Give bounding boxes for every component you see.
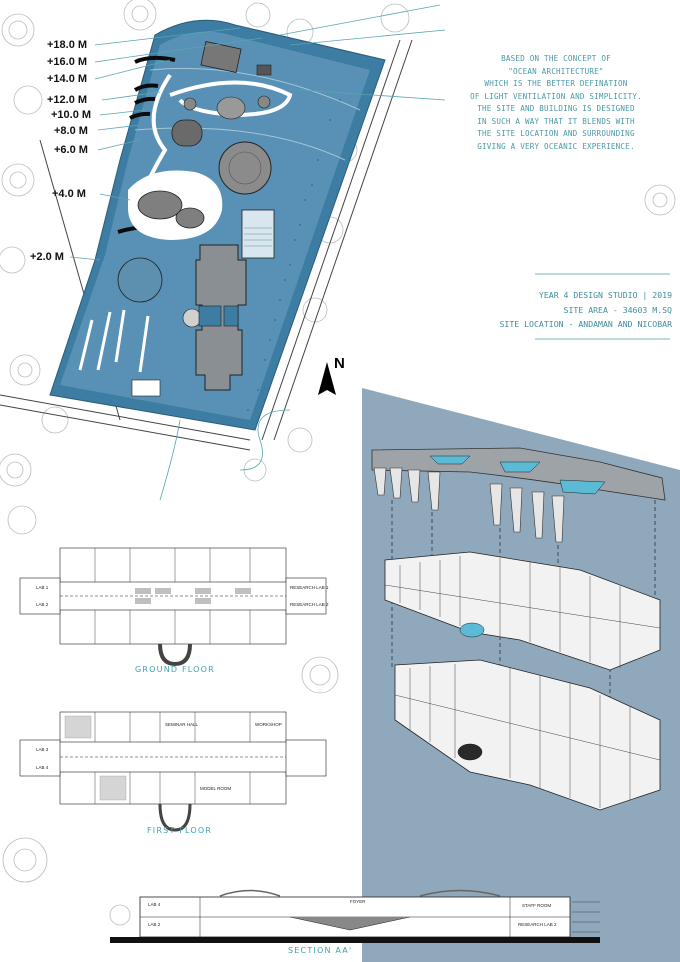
elevation-marker: +6.0 M [54,144,88,156]
room-label: LAB 4 [36,765,49,770]
elevation-marker: +16.0 M [47,56,88,68]
concept-line: OF LIGHT VENTILATION AND SIMPLICITY. [470,91,642,101]
section-title: SECTION AA' [288,946,353,955]
room-label: STAFF ROOM [522,903,552,908]
first-floor-plan [19,711,327,832]
site-plan [0,4,446,501]
elevation-marker: +10.0 M [51,109,92,121]
exploded-axonometric [371,447,666,811]
first-floor-title: FIRST FLOOR [147,826,213,835]
concept-line: IN SUCH A WAY THAT IT BLENDS WITH [477,116,635,126]
room-label: SEMINAR HALL [165,722,199,727]
room-label: FOYER [350,899,366,904]
elevation-marker: +8.0 M [54,125,88,137]
room-label: LAB 3 [36,747,49,752]
section-aa [110,889,600,943]
room-label: LAB 2 [148,922,161,927]
studio-year: YEAR 4 DESIGN STUDIO | 2019 [538,290,672,300]
concept-line: THE SITE LOCATION AND SURROUNDING [477,129,635,138]
room-label: WORKSHOP [255,722,282,727]
site-area: SITE AREA - 34603 M.SQ [563,305,672,315]
room-label: RESEARCH LAB 1 [290,585,329,590]
north-arrow-icon [318,362,336,395]
elevation-marker: +12.0 M [47,94,88,106]
site-location: SITE LOCATION - ANDAMAN AND NICOBAR [499,319,672,329]
room-label: LAB 1 [36,585,49,590]
north-label: N [334,355,345,372]
room-label: LAB 2 [36,602,49,607]
concept-line: THE SITE AND BUILDING IS DESIGNED [477,104,635,113]
elevation-marker: +4.0 M [52,188,86,200]
ground-floor-plan [19,547,327,667]
ground-floor-title: GROUND FLOOR [135,665,215,674]
concept-line: BASED ON THE CONCEPT OF [501,54,611,63]
elevation-marker: +14.0 M [47,73,88,85]
concept-line: GIVING A VERY OCEANIC EXPERIENCE. [477,141,635,151]
room-label: LAB 4 [148,902,161,907]
elevation-marker: +2.0 M [30,251,64,263]
concept-line: "OCEAN ARCHITECTURE" [508,66,604,76]
concept-line: WHICH IS THE BETTER DEFINATION [484,79,628,88]
concept-description: BASED ON THE CONCEPT OF "OCEAN ARCHITECT… [440,53,672,153]
room-label: RESEARCH LAB 2 [518,922,557,927]
room-label: MODEL ROOM [200,786,232,791]
elevation-marker: +18.0 M [47,39,88,51]
room-label: RESEARCH LAB 2 [290,602,329,607]
